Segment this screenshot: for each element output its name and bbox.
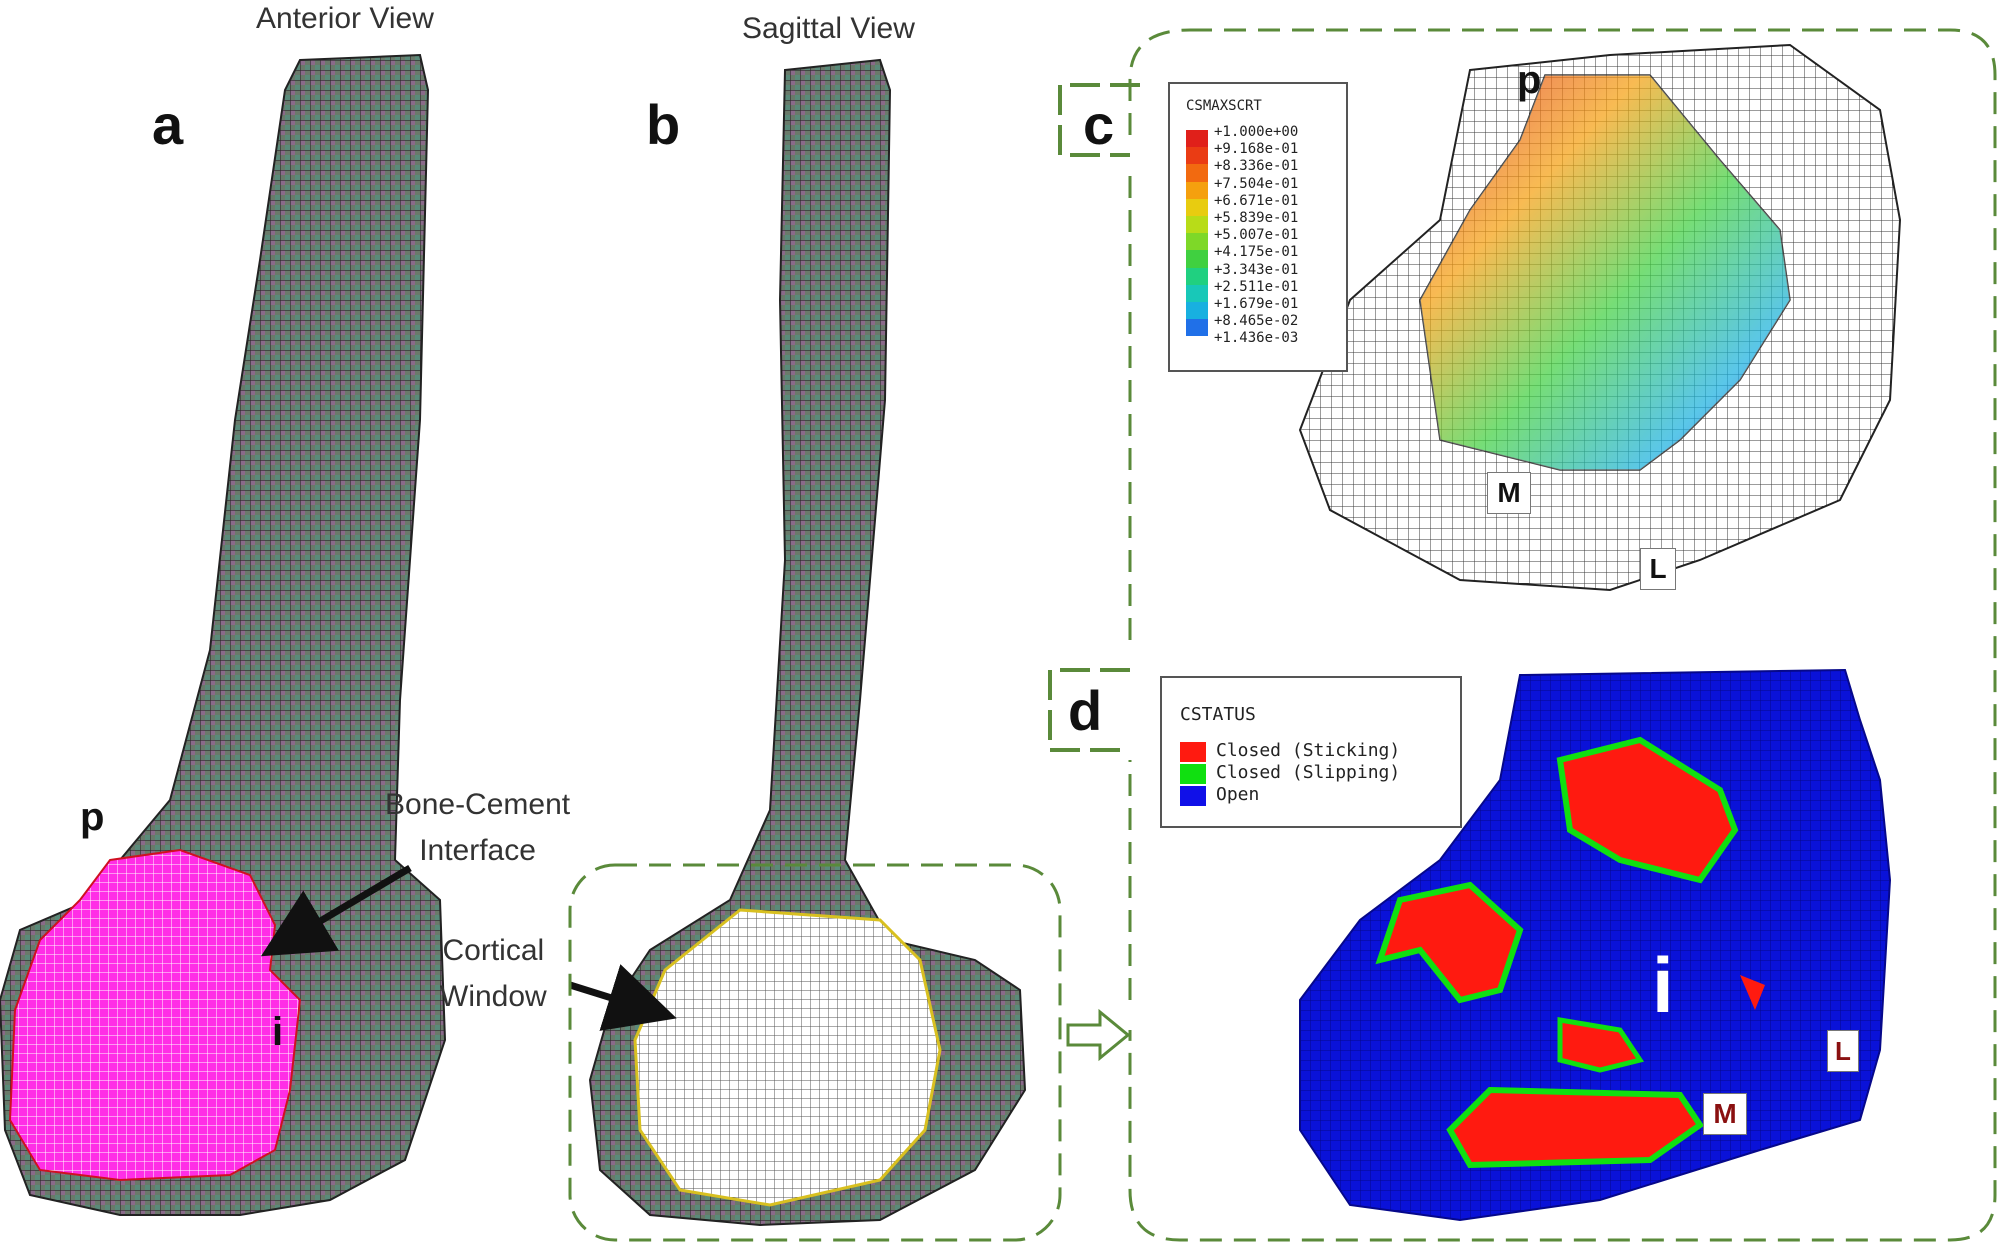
legend-csmaxscrt-swatch [1186,147,1208,165]
panel-c-contour-region [1419,74,1791,471]
legend-cstatus-swatch [1180,786,1206,806]
legend-cstatus-label: Closed (Slipping) [1216,762,1401,783]
femur-sagittal-mesh [588,58,1027,1227]
bone-cement-region [8,848,302,1182]
panel-c-label-m: M [1487,472,1531,514]
zoom-frame [1128,28,1997,1242]
panel-c-label-l: L [1640,548,1676,590]
cortical-window-label: Cortical Window [440,934,547,1013]
legend-csmaxscrt-value: +1.436e-03 [1214,330,1299,347]
bone-cement-arrow [260,864,412,957]
legend-csmaxscrt-swatch [1186,233,1208,251]
legend-csmaxscrt-swatch [1186,302,1208,320]
legend-csmaxscrt-value: +1.000e+00 [1214,124,1299,140]
legend-csmaxscrt-swatch [1186,130,1208,148]
panel-a-region-i: i [272,1010,284,1054]
legend-cstatus: CSTATUS Closed (Sticking)Closed (Slippin… [1160,676,1462,828]
panel-d-region-i: i [1652,941,1674,1029]
panel-c-region-p: p [1517,58,1542,102]
legend-csmaxscrt-swatch [1186,181,1208,199]
legend-cstatus-label: Closed (Sticking) [1216,740,1401,761]
distal-femur-callout [568,863,1062,1242]
zoom-arrow [1066,1008,1131,1062]
legend-cstatus-swatch [1180,742,1206,762]
legend-csmaxscrt-value: +1.679e-01 [1214,296,1299,312]
legend-csmaxscrt-swatch [1186,267,1208,285]
legend-csmaxscrt-swatch [1186,198,1208,216]
panel-d-sticking-patches [1375,736,1765,1169]
panel-letter-a: a [152,93,184,156]
legend-csmaxscrt-value: +7.504e-01 [1214,175,1299,192]
sagittal-view-title: Sagittal View [742,12,915,45]
bracket-d [1048,668,1130,752]
panel-letter-b: b [646,93,681,156]
anterior-view-title: Anterior View [256,2,434,35]
zoom-frame-top-left [1128,28,1191,1000]
cortical-window-arrow [568,964,677,1031]
panel-d-label-m: M [1703,1093,1747,1135]
bone-cement-interface-label: Bone-Cement Interface [385,788,571,867]
legend-csmaxscrt-swatch [1186,216,1208,234]
legend-cstatus-swatch [1180,764,1206,784]
legend-csmaxscrt-value: +6.671e-01 [1214,192,1299,209]
legend-csmaxscrt-value: +3.343e-01 [1214,261,1299,278]
legend-cstatus-title: CSTATUS [1180,704,1256,725]
legend-csmaxscrt-value: +9.168e-01 [1214,141,1299,158]
legend-csmaxscrt-value: +8.465e-02 [1214,313,1299,330]
legend-csmaxscrt-value: +5.839e-01 [1214,210,1299,226]
legend-csmaxscrt-swatch [1186,319,1208,337]
panel-d-status-mesh [1299,668,1892,1222]
panel-letter-d: d [1068,679,1103,742]
legend-csmaxscrt-swatch [1186,250,1208,268]
legend-csmaxscrt-title: CSMAXSCRT [1186,98,1262,114]
legend-csmaxscrt-value: +2.511e-01 [1214,278,1299,295]
legend-cstatus-label: Open [1216,784,1260,805]
legend-csmaxscrt-value: +8.336e-01 [1214,158,1299,175]
panel-d-label-l: L [1827,1030,1859,1072]
panel-letter-c: c [1083,93,1115,156]
legend-csmaxscrt-value: +5.007e-01 [1214,227,1299,244]
bracket-c [1058,83,1140,157]
legend-csmaxscrt-value: +4.175e-01 [1214,244,1299,261]
legend-csmaxscrt-swatch [1186,164,1208,182]
legend-csmaxscrt-swatch [1186,284,1208,302]
legend-csmaxscrt: CSMAXSCRT +1.000e+00+9.168e-01+8.336e-01… [1168,82,1348,372]
panel-a-region-p: p [80,795,105,839]
